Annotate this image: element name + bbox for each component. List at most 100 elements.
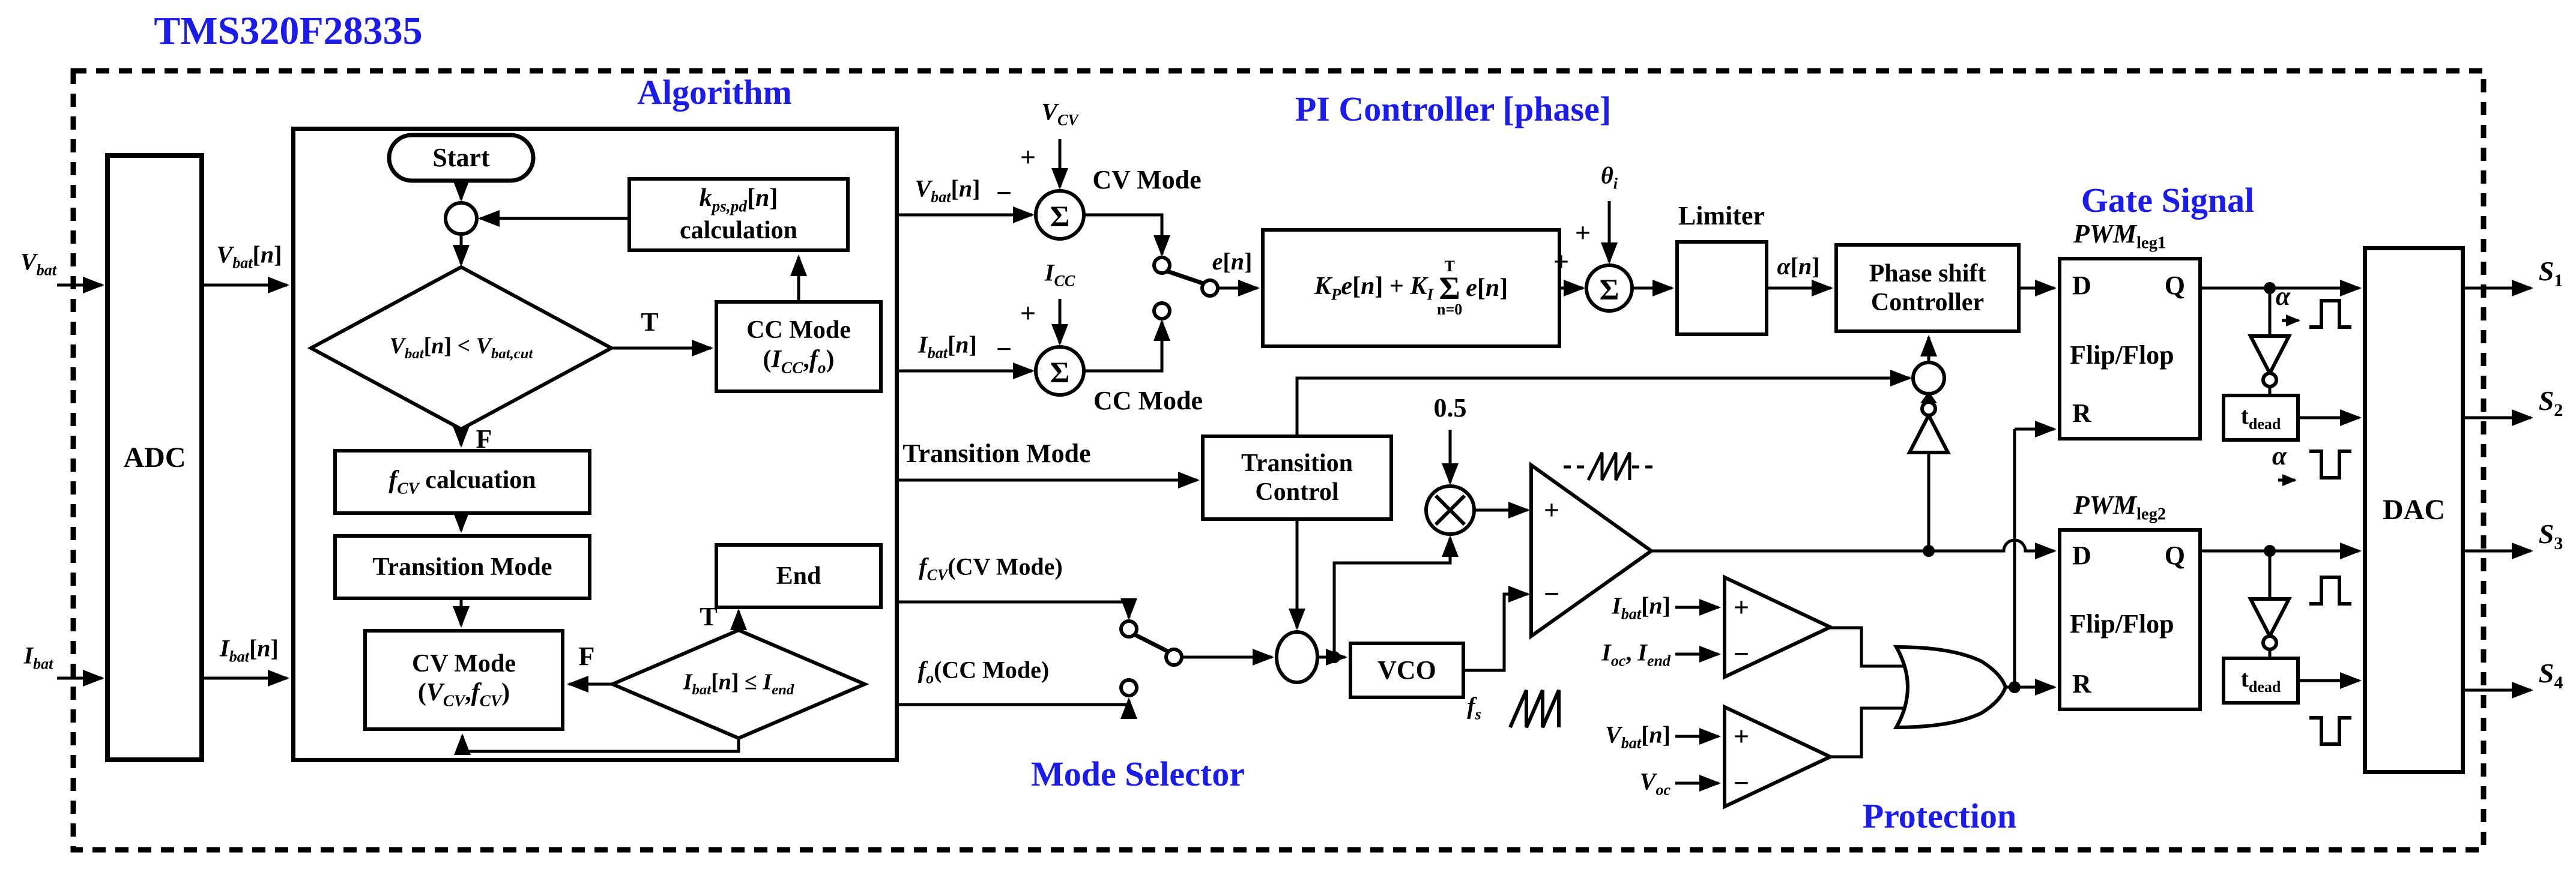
half-gain-label: 0.5 bbox=[1433, 393, 1467, 422]
start-terminal-shape bbox=[387, 133, 536, 183]
section-protection: Protection bbox=[1862, 796, 2017, 835]
fo-line bbox=[899, 697, 1137, 719]
ff2-d-pin: D bbox=[2072, 541, 2091, 570]
phase-inverter-arrowhead bbox=[1920, 391, 1937, 403]
prot-ibatn-label: Ibat[n] bbox=[1612, 592, 1670, 623]
decision1-label: Vbat[n] < Vbat,cut bbox=[389, 333, 533, 362]
cv-mode-line1: CV Mode bbox=[411, 649, 516, 678]
psc-line2: Controller bbox=[1870, 289, 1985, 316]
comparator-out-line bbox=[1651, 538, 2057, 559]
sum-cc-minus: − bbox=[996, 334, 1012, 364]
adc-label: ADC bbox=[123, 441, 186, 474]
flipflop-leg2-block: D Q Flip/Flop R bbox=[2058, 528, 2202, 711]
vco-to-comparator bbox=[1465, 586, 1530, 672]
adc-ibatn-label: Ibat[n] bbox=[220, 634, 279, 666]
kcalc-block: kps,pd[n] calculation bbox=[627, 177, 850, 252]
s1-output-label: S1 bbox=[2538, 255, 2563, 291]
comp2-minus: − bbox=[1733, 768, 1750, 798]
ff1-q-pin: Q bbox=[2164, 271, 2185, 300]
kcalc-line2: calculation bbox=[680, 217, 797, 245]
or-gate-icon bbox=[1893, 645, 2008, 730]
prot-voc-label: Voc bbox=[1639, 768, 1670, 799]
flow-junction-circle bbox=[444, 201, 479, 236]
sumcc-to-switch bbox=[1084, 319, 1170, 373]
ff2-q-pin: Q bbox=[2164, 541, 2185, 570]
sum-cc-circle bbox=[1034, 345, 1086, 397]
cv-mode-block: CV Mode (VCV,fCV) bbox=[363, 629, 564, 731]
adc-vbatn-label: Vbat[n] bbox=[216, 241, 282, 272]
comp1-minus: − bbox=[1733, 639, 1750, 669]
leg1-inverter-icon bbox=[2248, 334, 2292, 377]
voltage-comparator-icon bbox=[1723, 704, 1835, 810]
tc-line2: Control bbox=[1255, 478, 1339, 506]
cv-mode-line2: (VCV,fCV) bbox=[417, 679, 510, 710]
sum-cc-plus: + bbox=[1020, 298, 1036, 328]
sum-cv-sigma: Σ bbox=[1050, 199, 1070, 233]
transition-mode-line-label: Transition Mode bbox=[903, 439, 1091, 468]
decision2-false: F bbox=[578, 642, 595, 671]
theta-label: θi bbox=[1601, 161, 1618, 193]
alpha-n-label: α[n] bbox=[1777, 253, 1820, 280]
vco-block: VCO bbox=[1349, 642, 1465, 699]
mode-junction-circle bbox=[1275, 630, 1319, 684]
tdead2-block: tdead bbox=[2222, 657, 2300, 705]
mode-switch-fo-contact bbox=[1119, 678, 1138, 697]
pi-formula: KPe[n] + KI T Σ n=0 e[n] bbox=[1314, 257, 1508, 319]
sum2-plus-v: + bbox=[1574, 217, 1591, 248]
s1-pulse-icon bbox=[2309, 299, 2351, 329]
icc-label: ICC bbox=[1044, 259, 1075, 290]
alpha1-label: α bbox=[2275, 281, 2291, 311]
sum-theta-circle bbox=[1585, 263, 1634, 313]
mode-switch-fcv-contact bbox=[1119, 619, 1138, 639]
error-switch-cv-contact bbox=[1152, 256, 1172, 275]
decision2-label: Ibat[n] ≤ Iend bbox=[683, 669, 794, 698]
tc-top-to-phase-junction bbox=[1295, 370, 1912, 434]
decision1-true: T bbox=[641, 307, 659, 337]
ff1-label: Flip/Flop bbox=[2070, 340, 2174, 370]
mode-switch-arm bbox=[1133, 632, 1170, 654]
cc-mode-line2: (ICC,fo) bbox=[763, 345, 835, 377]
s3-output-label: S3 bbox=[2538, 518, 2563, 554]
tdead1-block: tdead bbox=[2222, 394, 2300, 442]
prot-iocend-label: Ioc, Iend bbox=[1601, 639, 1670, 670]
cv-mode-line-label: CV Mode bbox=[1092, 165, 1202, 194]
section-gate-signal: Gate Signal bbox=[2081, 181, 2255, 220]
sumcv-to-switch bbox=[1084, 213, 1170, 257]
tc-line1: Transition bbox=[1241, 449, 1353, 477]
tdead2-label: tdead bbox=[2240, 665, 2281, 696]
s2-output-label: S2 bbox=[2538, 385, 2563, 421]
comp2-plus: + bbox=[1733, 721, 1750, 751]
current-comparator-icon bbox=[1723, 574, 1835, 680]
pi-sum-lower: n=0 bbox=[1436, 301, 1463, 319]
decision2-diamond bbox=[608, 628, 869, 741]
mode-switch-common bbox=[1164, 648, 1184, 667]
section-algorithm: Algorithm bbox=[637, 73, 792, 112]
error-switch-cc-contact bbox=[1152, 301, 1172, 320]
fs-label: fs bbox=[1467, 692, 1481, 723]
end-block: End bbox=[715, 543, 883, 609]
vcv-label: VCV bbox=[1041, 98, 1078, 129]
comp1-to-or bbox=[1830, 626, 1918, 668]
pi-sum-upper: T bbox=[1444, 257, 1455, 275]
leg2-inverter-icon bbox=[2248, 597, 2292, 640]
section-pi-controller: PI Controller [phase] bbox=[1295, 89, 1612, 128]
sum2-plus-h: + bbox=[1553, 246, 1570, 277]
flipflop-leg1-block: D Q Flip/Flop R bbox=[2058, 257, 2202, 441]
ibat-input-label: Ibat bbox=[23, 642, 53, 673]
pulse-waveform-icons bbox=[2309, 299, 2351, 746]
s4-output-label: S4 bbox=[2538, 657, 2563, 693]
cc-mode-block: CC Mode (ICC,fo) bbox=[715, 300, 883, 393]
kcalc-line1: kps,pd[n] bbox=[699, 184, 778, 215]
fo-line-label: fo(CC Mode) bbox=[918, 656, 1050, 687]
limiter-block bbox=[1675, 240, 1768, 336]
phase-shift-controller-block: Phase shift Controller bbox=[1834, 243, 2021, 333]
error-switch-common bbox=[1200, 278, 1220, 298]
sum-junctions bbox=[1034, 189, 1634, 397]
section-mode-selector: Mode Selector bbox=[1031, 754, 1245, 793]
pi-sum-sigma: Σ bbox=[1439, 269, 1460, 306]
pwm-comp-minus: − bbox=[1543, 579, 1560, 609]
pi-controller-block: KPe[n] + KI T Σ n=0 e[n] bbox=[1261, 228, 1561, 348]
dac-block: DAC bbox=[2363, 246, 2465, 774]
